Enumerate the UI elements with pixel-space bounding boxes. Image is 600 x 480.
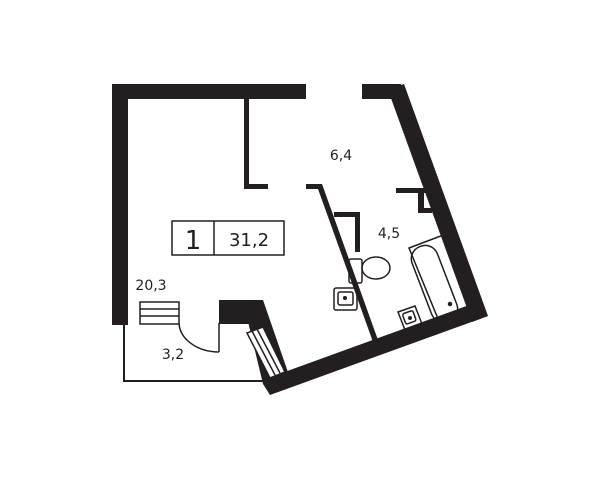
sink-icon: [333, 287, 358, 311]
door-swing-icon: [178, 322, 220, 353]
kitchen-partition-vertical: [244, 99, 249, 189]
balcony-outline: [123, 325, 270, 382]
top-wall-left: [112, 84, 306, 99]
room-area-kitchen: 6,4: [330, 148, 352, 164]
badge-frame: [171, 220, 285, 256]
window-balcony: [139, 301, 180, 325]
room-area-balcony: 3,2: [162, 347, 184, 363]
left-wall: [112, 84, 128, 325]
bottom-wall: [268, 304, 488, 395]
sink-icon-bathroom: [397, 305, 423, 331]
apartment-badge: 1 31,2: [171, 220, 285, 256]
room-area-living: 20,3: [135, 278, 166, 294]
window-icon: [139, 301, 287, 379]
bath-niche-side: [355, 212, 360, 252]
bathroom-partition: [306, 184, 378, 342]
room-area-bathroom: 4,5: [378, 226, 400, 242]
right-wall: [388, 84, 488, 322]
kitchen-partition-horizontal: [244, 184, 268, 189]
bathtub-icon: [408, 233, 481, 332]
toilet-icon: [348, 256, 391, 284]
vent-niche-top: [396, 188, 426, 193]
total-area: 31,2: [229, 230, 269, 251]
bath-niche-top: [334, 212, 360, 217]
vent-niche-side: [418, 188, 424, 213]
vent-niche-bottom: [418, 208, 432, 213]
rooms-count: 1: [185, 226, 202, 256]
balcony: [123, 325, 270, 382]
interior-walls: [244, 99, 432, 342]
